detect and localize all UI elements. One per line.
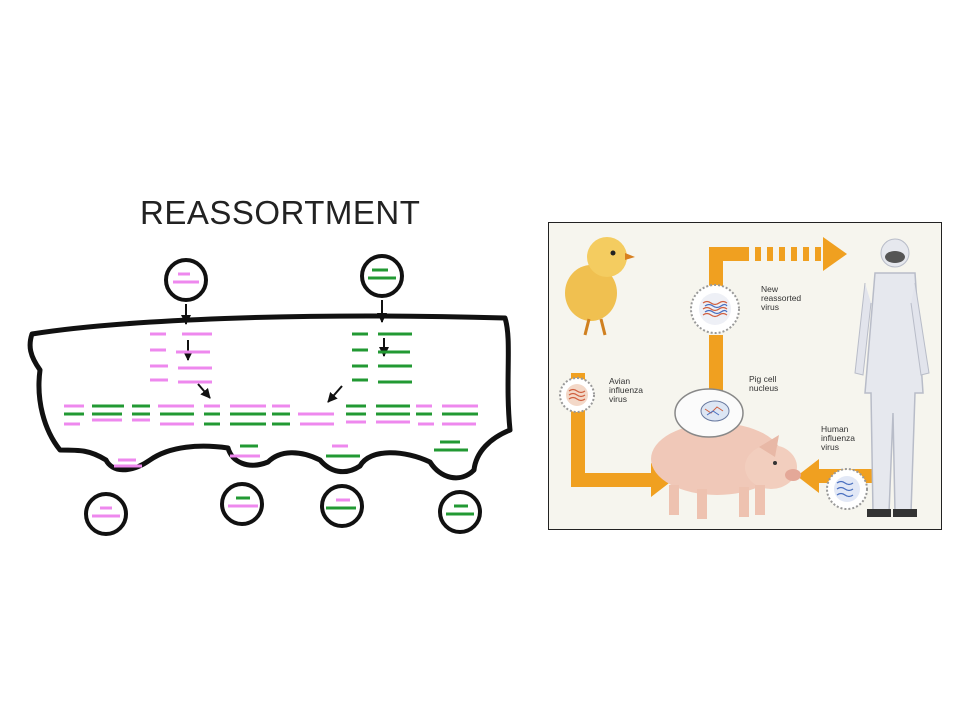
avian-virus-icon bbox=[559, 377, 595, 413]
human-influenza-virus-label: Human influenza virus bbox=[821, 424, 856, 452]
progeny-virus-mixed-1 bbox=[220, 482, 264, 526]
progeny-virus-pink bbox=[84, 492, 128, 536]
new-reassorted-virus-label: New reassorted virus bbox=[761, 284, 802, 312]
pig-cell-nucleus-icon bbox=[674, 388, 744, 438]
progeny-virus-green bbox=[438, 490, 482, 534]
progeny-virus-mixed-2 bbox=[320, 484, 364, 528]
pink-segments bbox=[64, 332, 478, 468]
transmission-illustration: New reassorted virus Avian influenza vir… bbox=[548, 222, 942, 530]
host-cell-outline bbox=[27, 313, 513, 481]
avian-influenza-virus-label: Avian influenza virus bbox=[609, 376, 644, 404]
chick-illustration bbox=[565, 237, 635, 336]
reassortment-diagram bbox=[27, 254, 513, 536]
green-segments bbox=[64, 332, 478, 458]
reassortment-title: REASSORTMENT bbox=[140, 194, 421, 231]
human-protective-suit-illustration bbox=[854, 238, 930, 517]
incoming-pink-virus bbox=[164, 258, 208, 302]
pig-illustration bbox=[651, 423, 801, 519]
pig-cell-nucleus-label: Pig cell nucleus bbox=[749, 374, 779, 393]
human-virus-icon bbox=[826, 468, 868, 510]
incoming-green-virus bbox=[360, 254, 404, 298]
new-reassorted-virus-icon bbox=[690, 284, 740, 334]
